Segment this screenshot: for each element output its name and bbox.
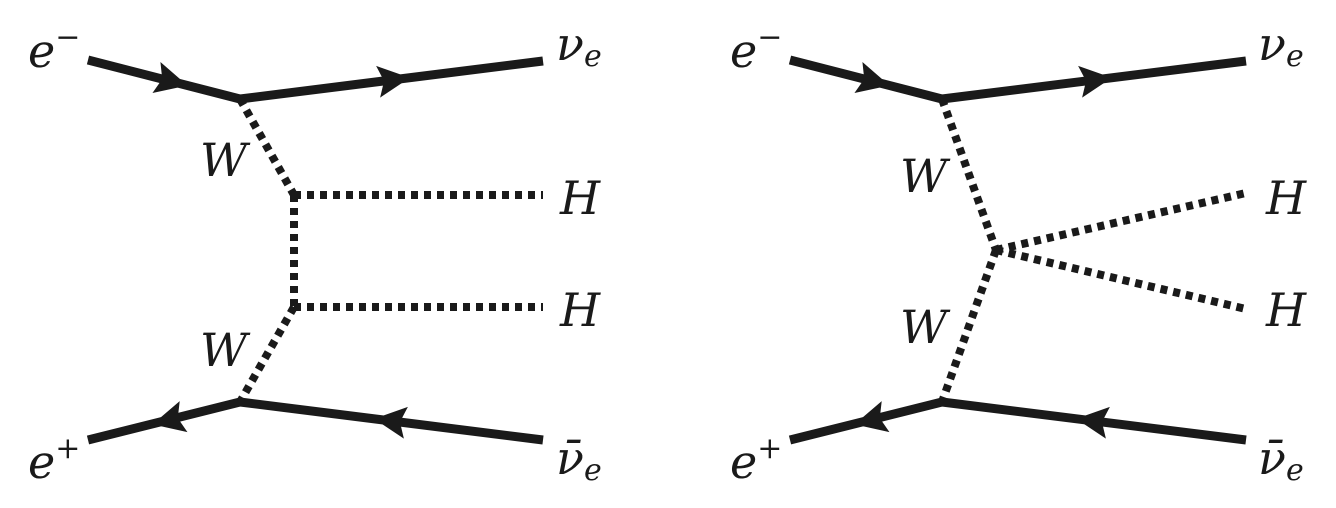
left-label-h-upper: H [559,171,601,225]
right-label-w-upper: W [900,149,951,203]
left-neutrino-arrow [376,65,410,98]
left-antineutrino-arrow [374,406,408,439]
right-w-upper-line [938,97,1000,252]
right-higgs-upper-line [995,189,1247,254]
diagram-left: e− e+ νe ν̄e W W H H [28,17,602,489]
right-label-e-plus: e+ [730,431,782,489]
right-label-e-minus: e− [730,20,782,78]
right-neutrino-arrow [1078,65,1112,98]
right-higgs-lower-line [995,246,1247,313]
right-label-h-upper: H [1265,171,1307,225]
diagram-right: e− e+ νe ν̄e W W H H [730,17,1307,489]
right-electron-arrow [854,62,890,94]
right-label-nu-e: νe [1258,17,1304,74]
right-label-nubar-e: ν̄e [1258,431,1304,488]
right-positron-arrow [854,401,890,433]
right-antineutrino-arrow [1076,406,1110,439]
left-label-e-minus: e− [28,20,80,78]
left-label-w-lower: W [200,323,251,377]
left-label-nubar-e: ν̄e [556,431,602,488]
left-positron-arrow [152,401,188,433]
left-label-w-upper: W [200,133,251,187]
left-w-upper-line [236,97,298,197]
left-label-h-lower: H [559,283,601,337]
left-label-e-plus: e+ [28,431,80,489]
left-w-lower-line [236,305,298,404]
left-electron-arrow [152,62,188,94]
left-label-nu-e: νe [556,17,602,74]
right-label-w-lower: W [900,300,951,354]
right-label-h-lower: H [1265,283,1307,337]
right-w-lower-line [938,248,1000,404]
